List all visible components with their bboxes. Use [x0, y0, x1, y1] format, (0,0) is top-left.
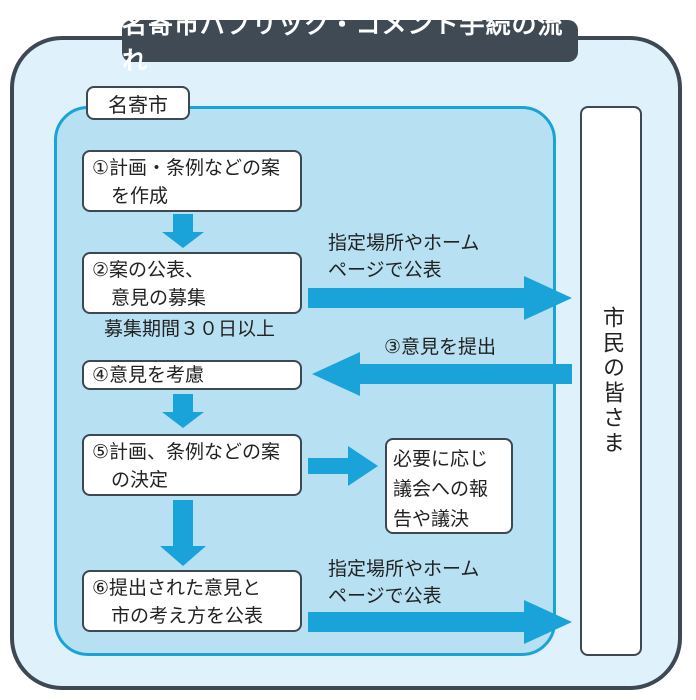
- publish-label-1: 指定場所やホーム ページで公表: [328, 232, 480, 281]
- arrow-right-publish-1: [308, 276, 572, 320]
- step-5-box: ⑤計画、条例などの案 の決定: [82, 434, 302, 496]
- city-label: 名寄市: [86, 86, 190, 120]
- step-2-box: ②案の公表、 意見の募集: [82, 252, 302, 314]
- arrow-down-3: [160, 500, 206, 566]
- step-1-box: ①計画・条例などの案 を作成: [82, 150, 302, 212]
- arrow-down-1: [162, 214, 204, 248]
- step-4-box: ④意見を考慮: [82, 360, 302, 390]
- submit-label: ③意見を提出: [384, 336, 497, 358]
- step-6-box: ⑥提出された意見と 市の考え方を公表: [82, 570, 302, 632]
- arrow-left-submit: [312, 352, 572, 396]
- citizens-box: 市民の皆さま: [580, 106, 642, 656]
- arrow-right-publish-2: [308, 600, 572, 644]
- report-box: 必要に応じ 議会への報 告や議決: [385, 438, 513, 534]
- citizens-label: 市民の皆さま: [599, 306, 624, 456]
- period-note: 募集期間３０日以上: [104, 318, 276, 340]
- publish-label-2: 指定場所やホーム ページで公表: [328, 558, 480, 607]
- arrow-right-report: [308, 446, 378, 486]
- arrow-down-2: [162, 394, 204, 428]
